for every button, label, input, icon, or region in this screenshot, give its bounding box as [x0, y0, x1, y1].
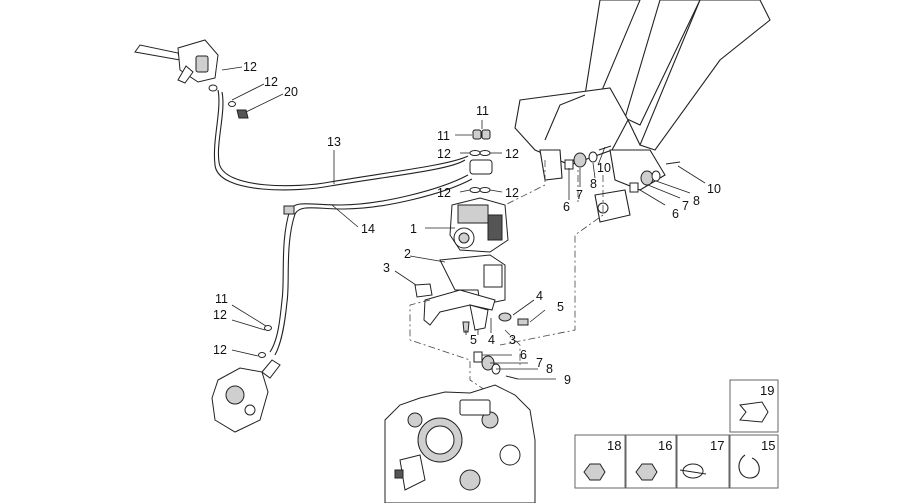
master-banjo-fittings [208, 84, 249, 119]
callout-12-caliper-b: 12 [213, 343, 227, 357]
kit-box-17: 17 [676, 434, 730, 489]
frame-mount-hardware-b [629, 161, 681, 193]
callout-6-a: 6 [563, 200, 570, 214]
callout-7-a: 7 [576, 188, 583, 202]
frame-mount-line-1 [504, 160, 546, 206]
callout-3-right: 3 [509, 333, 516, 347]
callout-6-c: 6 [520, 348, 527, 362]
callout-8-b: 8 [693, 194, 700, 208]
callout-numbers: 12 12 20 11 11 12 12 12 12 13 14 10 8 7 … [213, 60, 721, 387]
callout-20: 20 [284, 85, 298, 99]
callout-10-b: 10 [707, 182, 721, 196]
kit-15-number: 15 [761, 438, 775, 453]
callout-4-mid: 4 [488, 333, 495, 347]
bracket-mount-line-2 [504, 329, 521, 365]
frame-assembly [514, 0, 771, 223]
clamp-icon [682, 463, 704, 479]
callout-10-a: 10 [597, 161, 611, 175]
callout-5-mid: 5 [470, 333, 477, 347]
callout-7-b: 7 [682, 199, 689, 213]
callout-12-caliper-a: 12 [213, 308, 227, 322]
callout-12-abs-ur: 12 [505, 147, 519, 161]
callout-13: 13 [327, 135, 341, 149]
callout-12-abs-ul: 12 [437, 147, 451, 161]
callout-4-right: 4 [536, 289, 543, 303]
caliper-washer-b [258, 352, 266, 358]
brake-caliper [211, 359, 281, 433]
circlip-icon [738, 454, 760, 479]
callout-12-master-b: 12 [264, 75, 278, 89]
callout-14: 14 [361, 222, 375, 236]
callout-6-b: 6 [672, 207, 679, 221]
callout-9: 9 [564, 373, 571, 387]
kit-16-number: 16 [658, 438, 672, 453]
brake-hose-14 [269, 174, 469, 353]
callout-11-caliper: 11 [215, 292, 228, 306]
abs-modulator-1 [449, 197, 509, 253]
brake-hose-13 [213, 89, 466, 191]
frame-mount-line-3 [499, 175, 604, 346]
bracket-mount-line [409, 299, 486, 391]
callout-1: 1 [410, 222, 417, 236]
kit-box-16: 16 [625, 434, 677, 489]
abs-banjo-stack [469, 129, 493, 193]
callout-8-a: 8 [590, 177, 597, 191]
nut-icon [583, 463, 606, 481]
callout-2: 2 [404, 247, 411, 261]
kit-box-18: 18 [574, 434, 626, 489]
engine-block [384, 384, 536, 503]
callout-12-abs-lr: 12 [505, 186, 519, 200]
hose-clip [283, 205, 295, 215]
abs-bracket-2 [414, 254, 529, 333]
callout-5-right: 5 [557, 300, 564, 314]
kit-18-number: 18 [607, 438, 621, 453]
callout-11-top: 11 [476, 104, 489, 118]
brake-hose-13-b [217, 91, 469, 187]
kit-box-15: 15 [729, 434, 779, 489]
brake-hose-14-b [274, 178, 473, 356]
brake-master-cylinder [134, 39, 219, 84]
caliper-washer-a [264, 325, 272, 331]
callout-11-left: 11 [437, 129, 450, 143]
lower-mount-hardware [473, 351, 519, 380]
kit-box-19: 19 [729, 379, 779, 433]
nut-icon-2 [635, 463, 658, 481]
leader-lines [221, 66, 706, 380]
callout-12-master: 12 [243, 60, 257, 74]
callout-3-left: 3 [383, 261, 390, 275]
hose-clip-icon [739, 401, 769, 423]
kit-19-number: 19 [760, 383, 774, 398]
callout-7-c: 7 [536, 356, 543, 370]
callout-12-abs-ll: 12 [437, 186, 451, 200]
kit-17-number: 17 [710, 438, 724, 453]
callout-8-c: 8 [546, 362, 553, 376]
